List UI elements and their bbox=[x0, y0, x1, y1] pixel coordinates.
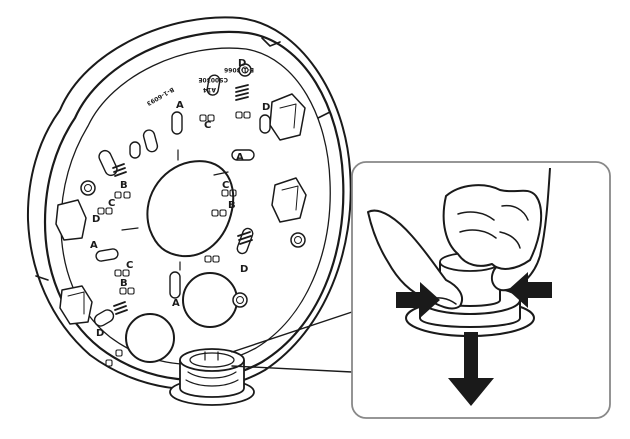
finger-creases bbox=[457, 204, 529, 249]
svg-text:A: A bbox=[236, 152, 244, 163]
svg-text:B: B bbox=[120, 180, 128, 191]
svg-text:B: B bbox=[228, 200, 236, 211]
svg-text:C: C bbox=[108, 198, 115, 209]
callout-leader-lines bbox=[231, 311, 353, 373]
code-2: CS0030E bbox=[198, 76, 228, 83]
svg-text:C: C bbox=[222, 180, 229, 191]
arrow-right-icon bbox=[396, 282, 440, 318]
svg-text:A: A bbox=[172, 298, 180, 309]
arrow-left-icon bbox=[508, 272, 552, 308]
guide-marks bbox=[121, 149, 229, 271]
center-cable-hole bbox=[146, 160, 235, 258]
svg-text:D: D bbox=[96, 328, 104, 339]
svg-text:C: C bbox=[126, 260, 133, 271]
code-1: E-1-3066 bbox=[224, 66, 254, 73]
svg-text:D: D bbox=[240, 264, 248, 275]
round-hole-bottom bbox=[125, 313, 175, 363]
clip-left bbox=[55, 199, 87, 241]
callout-detail bbox=[367, 167, 552, 406]
small-holes bbox=[97, 111, 251, 367]
svg-text:A: A bbox=[90, 240, 98, 251]
plate-back-rim bbox=[26, 16, 352, 391]
arrow-down-icon bbox=[448, 332, 494, 406]
fingers bbox=[442, 184, 543, 270]
svg-text:B: B bbox=[120, 278, 128, 289]
mounting-plate: E-1-3066 CS0030E A14 B-1-6093 A A A A B … bbox=[26, 16, 352, 391]
rim-notch-left bbox=[35, 275, 49, 281]
svg-text:C: C bbox=[204, 120, 211, 131]
svg-text:D: D bbox=[262, 102, 270, 113]
screw-bosses bbox=[80, 63, 306, 308]
ribbed-grips bbox=[112, 84, 253, 315]
hole-letters: A A A A B B B C C C C D D D D D bbox=[90, 58, 270, 339]
edge-clips bbox=[35, 37, 331, 325]
left-hand bbox=[367, 209, 464, 310]
svg-text:A: A bbox=[176, 100, 184, 111]
code-3: A14 bbox=[203, 86, 216, 93]
mounting-slots bbox=[93, 74, 271, 327]
rim-notch-right bbox=[317, 111, 331, 119]
plate-inner-rim bbox=[60, 47, 331, 366]
svg-text:D: D bbox=[92, 214, 100, 225]
svg-text:D: D bbox=[238, 58, 246, 69]
round-hole-right bbox=[182, 272, 238, 328]
rim-notch-top bbox=[261, 37, 281, 47]
cable-grommet bbox=[169, 348, 255, 406]
